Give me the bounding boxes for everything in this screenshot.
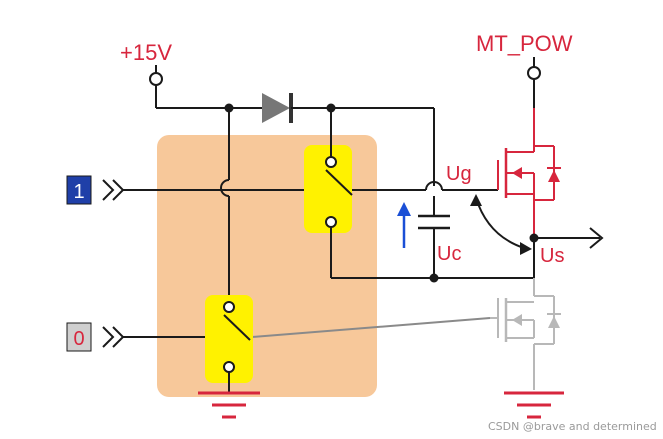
- ug-label: Ug: [446, 163, 472, 185]
- mt-pow-label: MT_POW: [476, 31, 573, 56]
- diode-icon: [262, 93, 293, 123]
- chevron-icon: [112, 179, 125, 201]
- wire-gate-low: [251, 317, 491, 338]
- watermark: CSDN @brave and determined: [488, 420, 657, 433]
- ground-icon: [504, 391, 564, 419]
- terminal-icon: [149, 72, 163, 86]
- wire-crossover: [220, 179, 230, 197]
- junction: [429, 273, 439, 283]
- uc-label: Uc: [437, 243, 461, 265]
- wire-crossover: [425, 181, 443, 191]
- input-1-label: 1: [73, 181, 84, 203]
- switch-icon: [205, 295, 253, 392]
- terminal-icon: [527, 66, 541, 80]
- ground-icon: [198, 391, 260, 419]
- supply-terminal: +15V: [120, 40, 172, 108]
- curved-arrow-icon: [470, 194, 532, 255]
- input-0: 0: [66, 322, 125, 352]
- mosfet-icon: [497, 108, 561, 238]
- input-1: 1: [66, 175, 125, 205]
- mosfet-off-icon: [490, 278, 561, 390]
- supply-label: +15V: [120, 40, 172, 65]
- input-0-label: 0: [73, 328, 84, 350]
- capacitor-icon: [418, 196, 450, 278]
- mt-pow-terminal: MT_POW: [476, 31, 573, 108]
- us-label: Us: [540, 245, 564, 267]
- chevron-icon: [102, 326, 115, 348]
- arrow-icon: [397, 202, 411, 248]
- switch-icon: [304, 108, 353, 233]
- chevron-icon: [102, 179, 115, 201]
- chevron-icon: [112, 326, 125, 348]
- output-arrow-icon: [534, 227, 604, 249]
